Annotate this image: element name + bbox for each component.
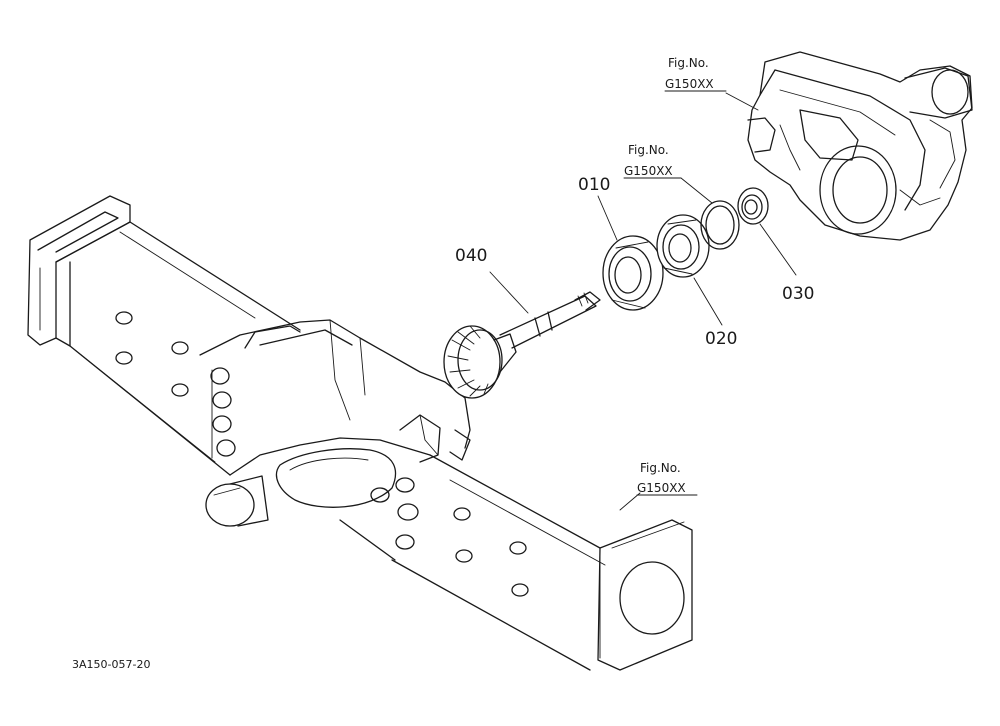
drawing-code: 3A150-057-20	[72, 658, 150, 671]
figure-reference-label: Fig.No.	[668, 56, 709, 70]
shim-ring	[700, 200, 740, 250]
leader-lines	[489, 92, 797, 511]
figure-reference-bottom-right: Fig.No. G150XX	[636, 461, 698, 496]
figure-reference-label: Fig.No.	[640, 461, 681, 475]
figure-reference-top-right: Fig.No. G150XX	[664, 56, 727, 92]
figure-reference-label: Fig.No.	[628, 143, 669, 157]
axle-housing	[27, 195, 693, 671]
oil-seal-030	[737, 187, 769, 225]
bearing-020	[656, 214, 710, 278]
figure-reference-code: G150XX	[637, 481, 686, 495]
figure-reference-top-center: Fig.No. G150XX	[623, 143, 682, 179]
bevel-pinion-shaft	[443, 291, 601, 399]
figure-reference-code: G150XX	[624, 164, 673, 178]
figure-reference-code: G150XX	[665, 77, 714, 91]
callout-020: 020	[705, 329, 737, 349]
callout-030: 030	[782, 284, 814, 304]
gear-case	[747, 51, 973, 241]
callout-010: 010	[578, 175, 610, 195]
bearing-010	[602, 235, 664, 311]
callout-040: 040	[455, 246, 487, 266]
